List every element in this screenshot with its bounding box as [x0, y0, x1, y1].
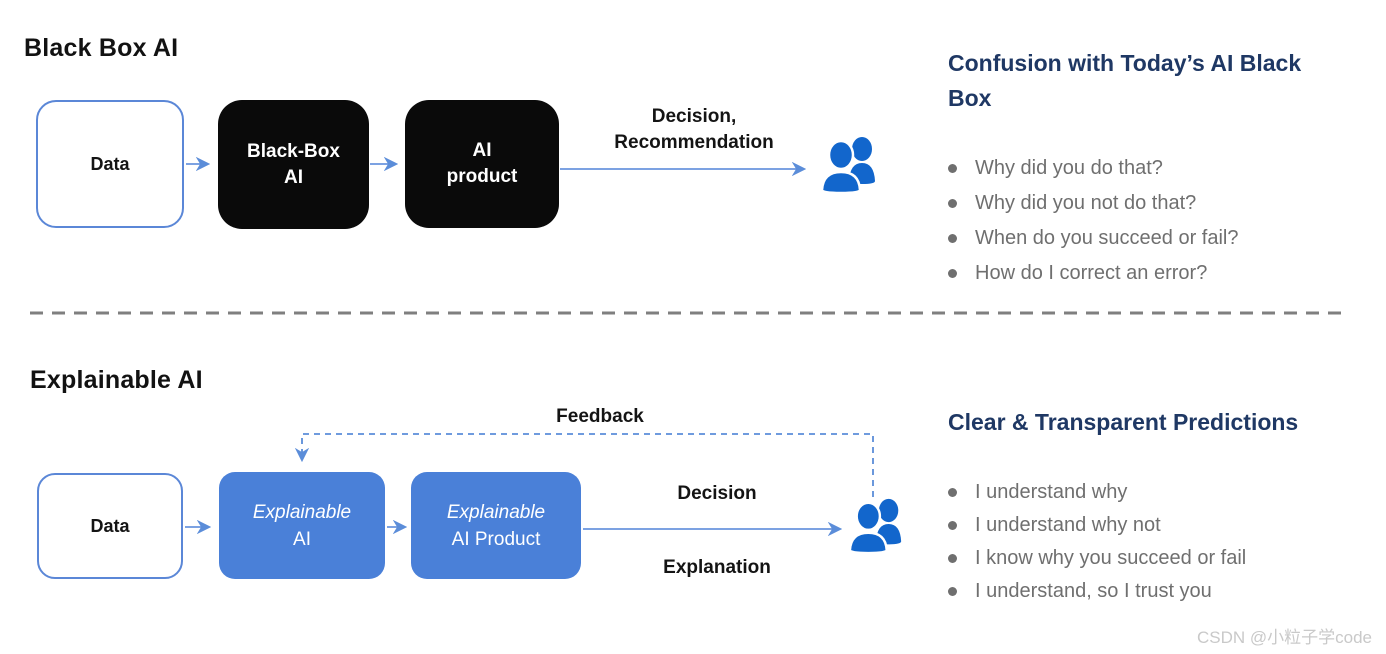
list-item-text: Why did you not do that?: [975, 192, 1197, 214]
list-item: Why did you not do that?: [948, 186, 1368, 221]
data-box-top: Data: [36, 100, 184, 228]
list-item: When do you succeed or fail?: [948, 221, 1368, 256]
bullet-icon: [948, 199, 957, 208]
ai-product-box: AI product: [405, 100, 559, 228]
decision-recommendation-line2: Recommendation: [614, 132, 774, 153]
explanation-label: Explanation: [663, 557, 771, 578]
blackbox-ai-label-line1: Black-Box: [247, 140, 340, 162]
list-item-text: I know why you succeed or fail: [975, 547, 1247, 569]
explainable-bullet-list: I understand why I understand why not I …: [948, 476, 1368, 608]
explainable-ai-label-line2: AI: [293, 528, 311, 550]
blackbox-ai-box: Black-Box AI: [218, 100, 369, 229]
list-item-text: I understand why: [975, 481, 1128, 503]
blackbox-section-title: Black Box AI: [24, 34, 179, 62]
data-box-bottom: Data: [37, 473, 183, 579]
watermark: CSDN @小粒子学code: [1196, 628, 1372, 647]
bullet-icon: [948, 234, 957, 243]
list-item-text: How do I correct an error?: [975, 262, 1208, 284]
ai-product-label-line2: product: [446, 166, 518, 187]
list-item: How do I correct an error?: [948, 256, 1368, 291]
explainable-ai-product-label-line1: Explainable: [446, 501, 546, 523]
list-item: I understand why: [948, 476, 1368, 509]
explainable-ai-box: Explainable AI: [219, 472, 385, 579]
list-item-text: When do you succeed or fail?: [975, 227, 1239, 249]
bullet-icon: [948, 164, 957, 173]
decision-recommendation-line1: Decision,: [651, 106, 737, 127]
list-item-text: Why did you do that?: [975, 157, 1163, 179]
list-item: I understand, so I trust you: [948, 575, 1368, 608]
explainable-panel-heading: Clear & Transparent Predictions: [948, 409, 1299, 435]
bullet-icon: [948, 554, 957, 563]
feedback-label: Feedback: [556, 406, 644, 427]
bullet-icon: [948, 521, 957, 530]
decision-label: Decision: [677, 483, 757, 504]
blackbox-panel-heading: Confusion with Today’s AI Black Box: [948, 50, 1302, 111]
blackbox-bullet-list: Why did you do that? Why did you not do …: [948, 151, 1368, 291]
list-item-text: I understand, so I trust you: [975, 580, 1212, 602]
bullet-icon: [948, 269, 957, 278]
decision-recommendation-label: Decision, Recommendation: [580, 104, 808, 156]
data-box-bottom-label: Data: [90, 515, 130, 536]
blackbox-ai-label-line2: AI: [284, 166, 303, 188]
explainable-section-title: Explainable AI: [30, 366, 203, 394]
bullet-icon: [948, 488, 957, 497]
explainable-ai-product-label-line2: AI Product: [451, 528, 541, 550]
list-item-text: I understand why not: [975, 514, 1161, 536]
list-item: I know why you succeed or fail: [948, 542, 1368, 575]
list-item: I understand why not: [948, 509, 1368, 542]
data-box-top-label: Data: [90, 153, 130, 174]
bullet-icon: [948, 587, 957, 596]
ai-product-label-line1: AI: [472, 140, 492, 161]
explainable-ai-product-box: Explainable AI Product: [411, 472, 581, 579]
list-item: Why did you do that?: [948, 151, 1368, 186]
users-icon-bottom: [848, 498, 902, 554]
users-icon-top: [820, 137, 875, 194]
explainable-ai-label-line1: Explainable: [252, 501, 352, 523]
